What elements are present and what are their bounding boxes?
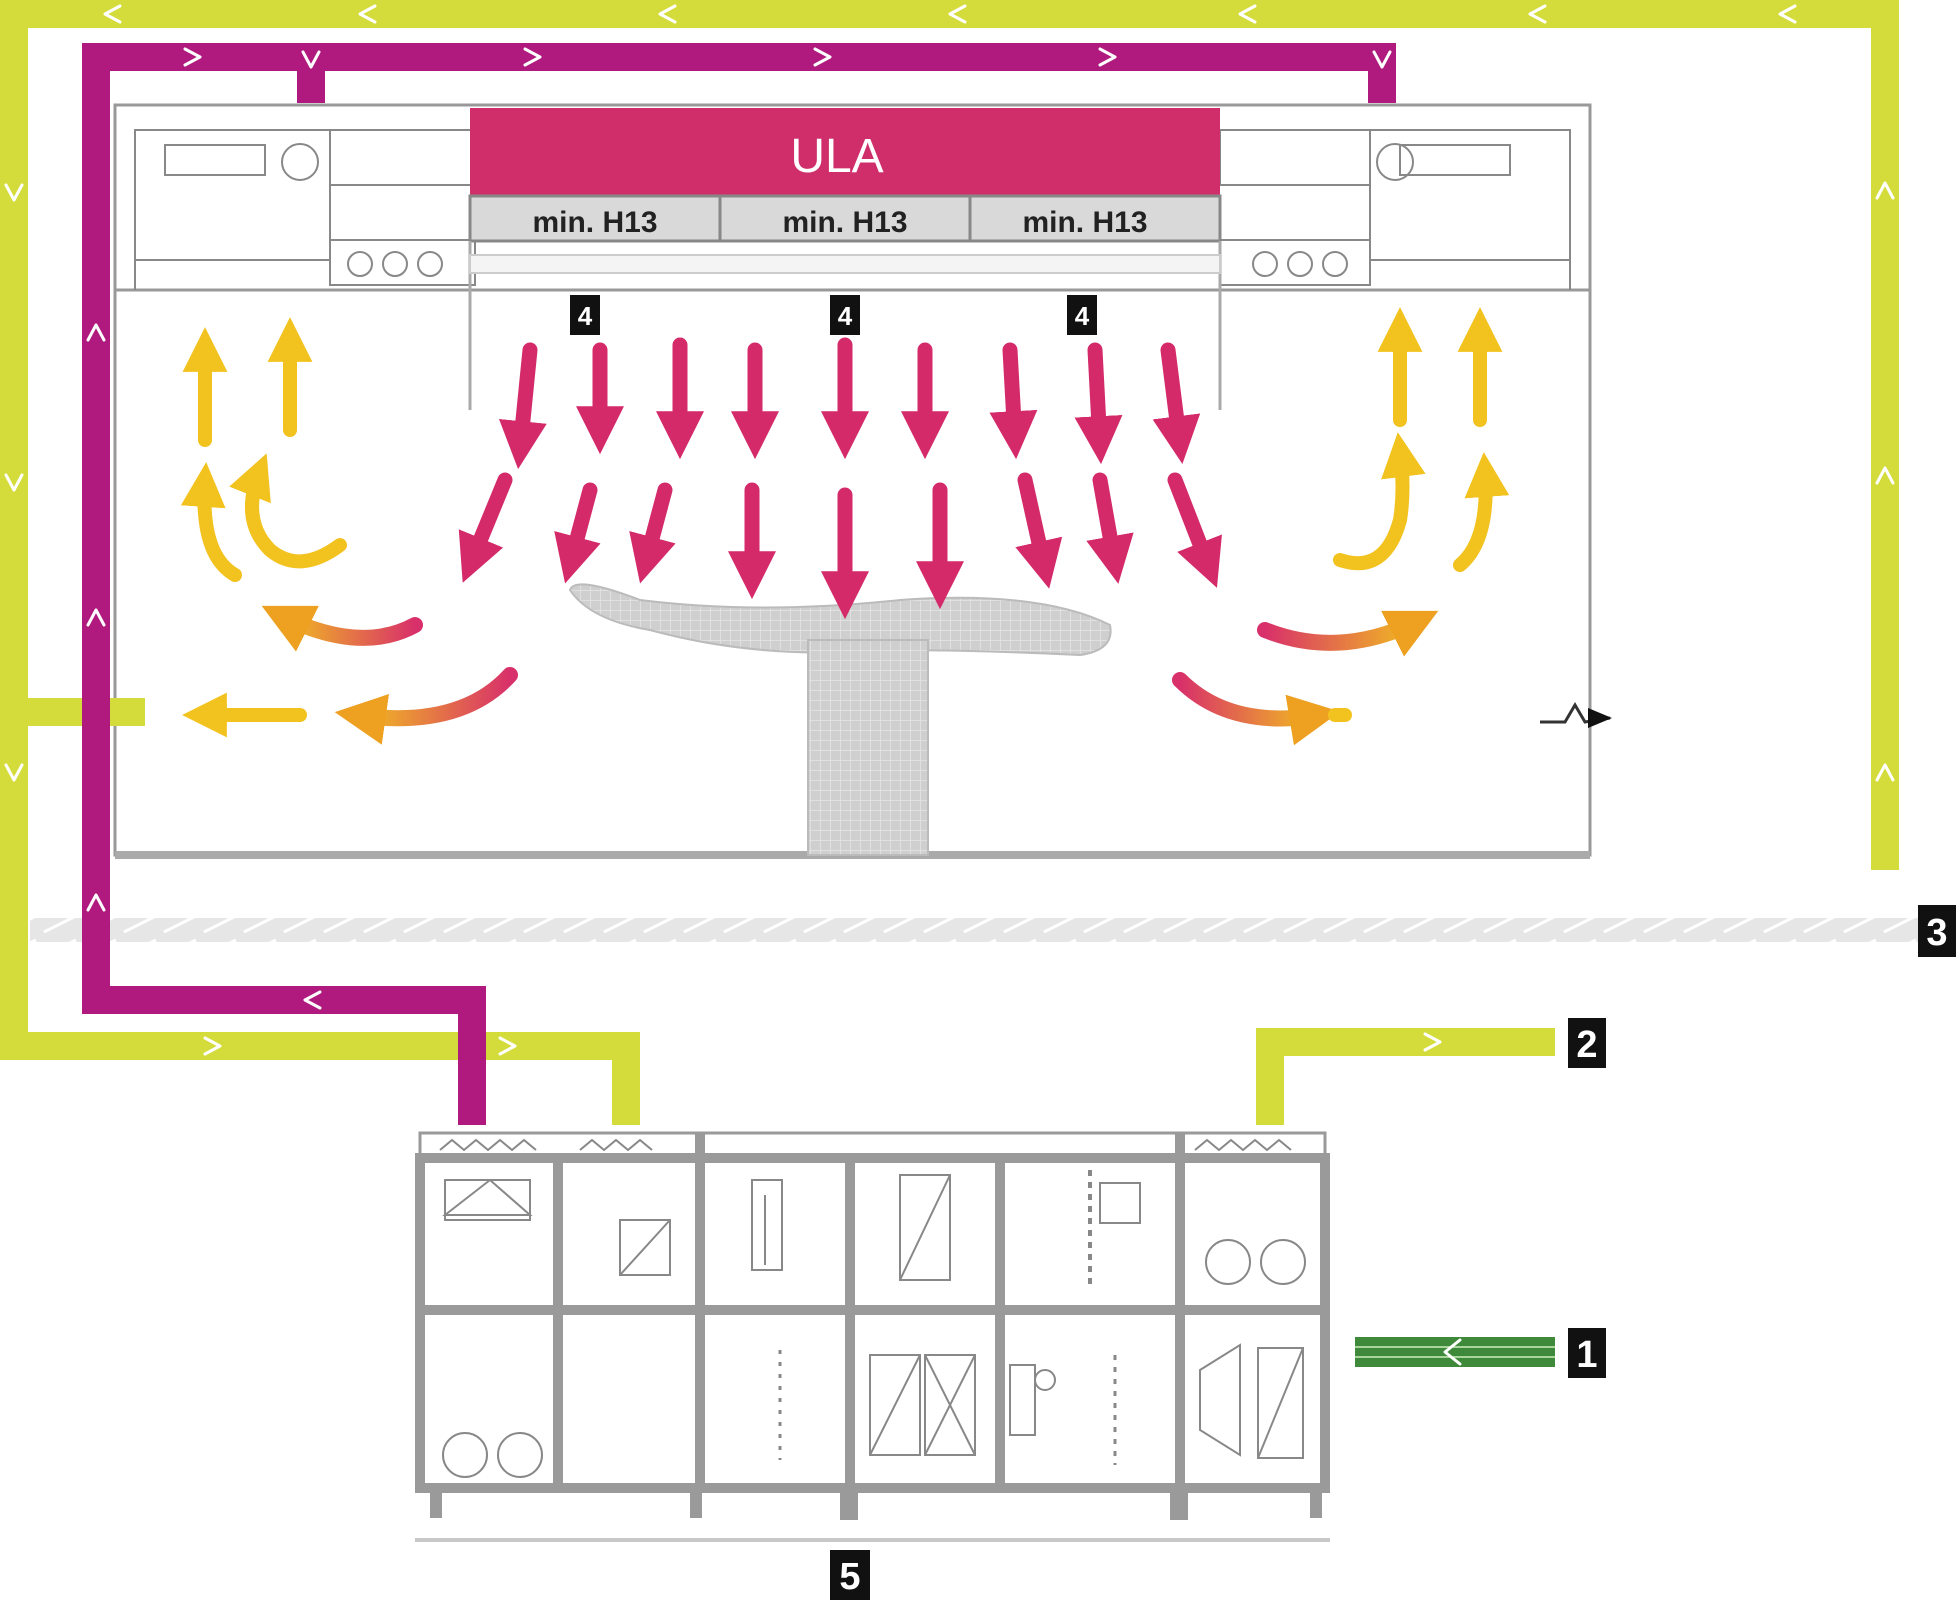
chevron-icon <box>1238 4 1257 24</box>
chevron-icon <box>523 47 542 67</box>
chevron-icon <box>658 4 677 24</box>
chevron-icon <box>1443 1338 1462 1366</box>
svg-text:5: 5 <box>839 1556 860 1598</box>
chevron-icon <box>203 1036 222 1056</box>
chevron-icon <box>498 1036 517 1056</box>
ula-panel <box>470 108 1220 196</box>
svg-text:3: 3 <box>1926 912 1947 954</box>
chevron-icon <box>183 47 202 67</box>
chevron-icon <box>86 893 106 912</box>
chevron-icon <box>1875 181 1895 200</box>
callout-exhaust-air: 2 <box>1568 1018 1606 1068</box>
laminar-downflow-arrows <box>458 337 1222 620</box>
callout-outdoor-air: 1 <box>1568 1328 1606 1378</box>
filter-label: min. H13 <box>1022 206 1147 239</box>
door-icon <box>1540 702 1612 728</box>
air-handling-unit <box>415 1131 1330 1542</box>
chevron-icon <box>358 4 377 24</box>
chevron-icon <box>1875 763 1895 782</box>
ula-label: ULA <box>790 130 883 183</box>
chevron-icon <box>1528 4 1547 24</box>
chevron-icon <box>1372 50 1392 69</box>
svg-text:4: 4 <box>1075 301 1090 331</box>
chevron-icon <box>103 4 122 24</box>
svg-text:2: 2 <box>1576 1024 1597 1066</box>
return-airflow-left <box>180 317 518 745</box>
svg-text:4: 4 <box>578 301 593 331</box>
chevron-icon <box>1098 47 1117 67</box>
chevron-icon <box>948 4 967 24</box>
svg-text:1: 1 <box>1576 1334 1597 1376</box>
chevron-icon <box>4 763 24 782</box>
filter-label: min. H13 <box>532 206 657 239</box>
svg-text:4: 4 <box>838 301 853 331</box>
chevron-icon <box>86 323 106 342</box>
chevron-icon <box>301 50 321 69</box>
filter-marker: 4 <box>1067 295 1097 335</box>
chevron-icon <box>1875 466 1895 485</box>
filter-label: min. H13 <box>782 206 907 239</box>
return-airflow-right <box>1172 307 1510 746</box>
operating-table-icon <box>568 583 1112 856</box>
chevron-icon <box>1778 4 1797 24</box>
callout-air-handling-unit: 5 <box>830 1550 870 1600</box>
flow-direction-chevrons <box>4 4 1895 1056</box>
ula-unit: ULA min. H13 min. H13 min. H13 <box>468 108 1222 410</box>
chevron-icon <box>813 47 832 67</box>
chevron-icon <box>86 608 106 627</box>
chevron-icon <box>1423 1032 1442 1052</box>
chevron-icon <box>303 990 322 1010</box>
chevron-icon <box>4 473 24 492</box>
floor-slab <box>30 918 1920 942</box>
outdoor-air-duct <box>1355 1337 1555 1367</box>
return-air-duct <box>0 0 1899 1125</box>
filter-marker: 4 <box>570 295 600 335</box>
callout-floor: 3 <box>1918 905 1956 957</box>
filter-marker: 4 <box>830 295 860 335</box>
chevron-icon <box>4 183 24 202</box>
